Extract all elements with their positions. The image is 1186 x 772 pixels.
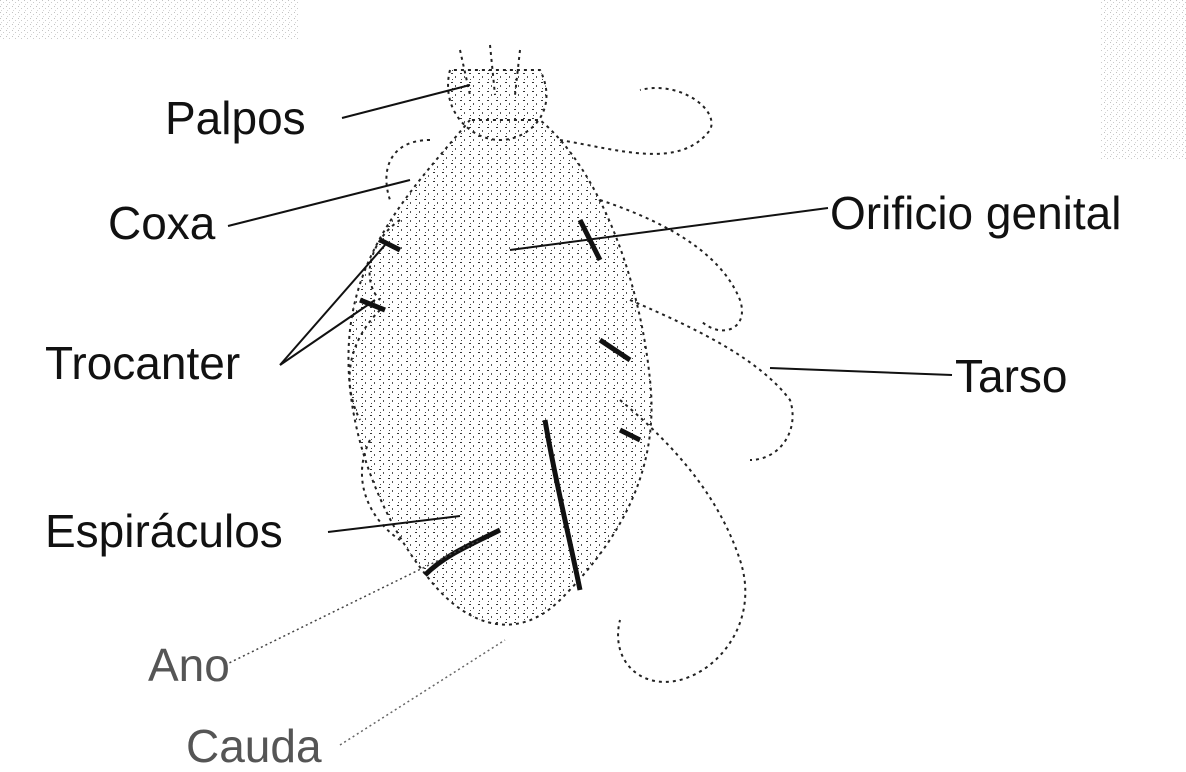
label-espiraculos: Espiráculos <box>45 508 283 554</box>
leader-coxa <box>228 180 410 226</box>
leader-cauda <box>340 640 505 745</box>
label-trocanter: Trocanter <box>45 340 240 386</box>
label-tarso: Tarso <box>955 353 1067 399</box>
label-cauda: Cauda <box>186 723 322 769</box>
label-coxa: Coxa <box>108 200 215 246</box>
leader-ano <box>225 540 480 665</box>
label-ano: Ano <box>148 642 230 688</box>
mite-body <box>348 45 792 682</box>
leader-tarso <box>770 368 952 375</box>
label-orificio-genital: Orificio genital <box>830 190 1121 236</box>
label-palpos: Palpos <box>165 95 306 141</box>
corner-texture-right <box>1100 0 1186 160</box>
corner-texture-left <box>0 0 300 40</box>
